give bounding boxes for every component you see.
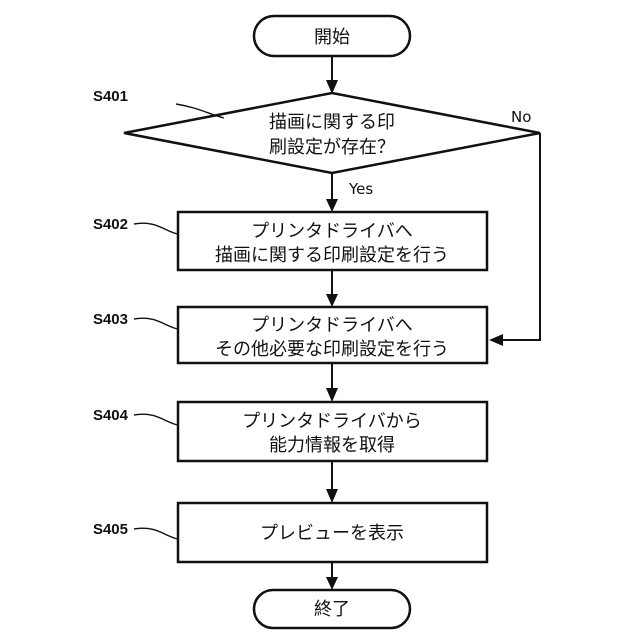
arrowhead — [489, 334, 503, 346]
step-id-s405: S405 — [93, 521, 128, 538]
yes-label: Yes — [348, 180, 373, 198]
arrowhead — [326, 199, 338, 212]
s404-text-line1: プリンタドライバから — [242, 411, 422, 432]
decision-diamond — [124, 93, 540, 173]
decision-text-line1: 描画に関する印 — [269, 112, 395, 133]
s403-text-line2: その他必要な印刷設定を行う — [215, 339, 449, 360]
leader-line — [134, 223, 178, 234]
decision-text-line2: 刷設定が存在？ — [269, 137, 395, 158]
step-id-s404: S404 — [93, 407, 129, 424]
arrowhead — [326, 294, 338, 307]
step-id-s403: S403 — [93, 311, 128, 328]
s402-text-line2: 描画に関する印刷設定を行う — [215, 245, 449, 266]
s403-text-line1: プリンタドライバへ — [251, 315, 413, 336]
step-id-s402: S402 — [93, 216, 128, 233]
start-label: 開始 — [314, 27, 350, 48]
step-id-s401: S401 — [93, 88, 128, 105]
arrowhead — [326, 577, 338, 590]
leader-line — [134, 318, 178, 329]
connector-no-branch — [503, 133, 540, 340]
s404-text-line2: 能力情報を取得 — [269, 435, 395, 456]
arrowhead — [326, 489, 338, 503]
end-label: 終了 — [314, 599, 350, 620]
leader-line — [134, 528, 178, 539]
arrowhead — [326, 388, 338, 402]
s402-text-line1: プリンタドライバへ — [251, 221, 413, 242]
leader-line — [176, 104, 224, 118]
s405-text-line1: プレビューを表示 — [260, 523, 404, 544]
no-label: No — [511, 108, 531, 126]
leader-line — [134, 414, 178, 425]
